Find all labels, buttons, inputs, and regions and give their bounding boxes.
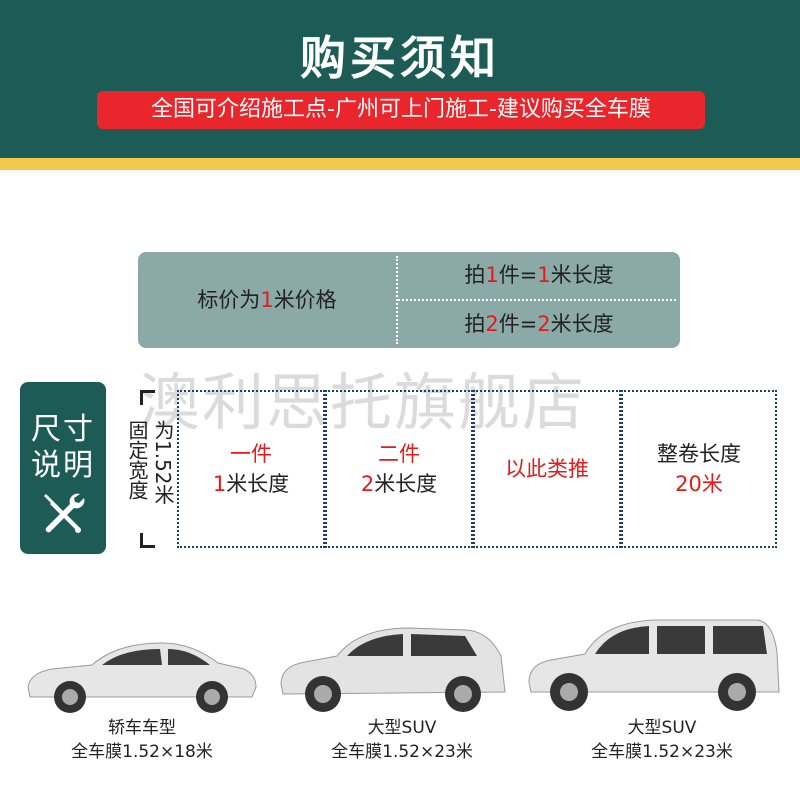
cell-title: 二件 <box>378 442 420 466</box>
size-badge-line2: 说明 <box>31 448 95 483</box>
page-title: 购买须知 <box>300 31 500 85</box>
price-label: 标价为1米价格 <box>138 252 396 348</box>
cell-title: 整卷长度 <box>657 442 741 466</box>
bracket-bottom <box>140 533 155 548</box>
rule-number: 1 <box>485 263 499 287</box>
price-rule-1: 拍1件=1米长度 <box>398 252 680 298</box>
rule-number: 2 <box>485 312 499 336</box>
price-divider-vertical <box>396 256 398 344</box>
suv-image-2 <box>528 619 780 711</box>
suv-image-1 <box>280 627 506 712</box>
length-cell-roll: 整卷长度 20米 <box>621 390 777 548</box>
rule-number: 1 <box>537 263 551 287</box>
car-film-spec: 全车膜1.52×23米 <box>331 742 473 762</box>
car-film-spec: 全车膜1.52×23米 <box>591 742 733 762</box>
size-badge-label: 尺寸 说明 <box>20 412 106 484</box>
length-cell-etc: 以此类推 <box>473 390 621 548</box>
rule-number: 2 <box>537 312 551 336</box>
rule-text: 米长度 <box>550 263 614 287</box>
car-caption-suv-1: 大型SUV 全车膜1.52×23米 <box>312 716 492 764</box>
price-divider-horizontal <box>398 299 676 301</box>
fixed-width-line1: 为1.52米 <box>151 420 175 505</box>
tools-icon <box>44 493 85 533</box>
car-film-spec: 全车膜1.52×18米 <box>71 742 213 762</box>
size-badge-line1: 尺寸 <box>31 412 95 447</box>
rule-text: 件= <box>498 312 538 336</box>
price-label-unit: 米价格 <box>273 288 337 312</box>
car-type: 大型SUV <box>627 718 697 738</box>
rule-text: 拍 <box>464 263 486 287</box>
car-caption-suv-2: 大型SUV 全车膜1.52×23米 <box>572 716 752 764</box>
fixed-width-line2: 固定宽度 <box>125 420 149 500</box>
bracket-top <box>140 390 155 405</box>
rule-text: 件= <box>498 263 538 287</box>
size-info-badge: 尺寸 说明 <box>20 382 106 554</box>
rule-text: 米长度 <box>550 312 614 336</box>
car-caption-sedan: 轿车车型 全车膜1.52×18米 <box>52 716 232 764</box>
cell-unit: 米长度 <box>374 472 438 496</box>
length-cell-1: 一件 1米长度 <box>177 390 325 548</box>
price-label-text: 标价为 <box>197 288 261 312</box>
cell-number: 1 <box>212 472 227 496</box>
cell-roll-length: 20米 <box>675 472 723 496</box>
car-type: 大型SUV <box>367 718 437 738</box>
fixed-width-label: 为1.52米 固定宽度 <box>118 420 176 520</box>
cell-title: 一件 <box>230 442 272 466</box>
price-rule-2: 拍2件=2米长度 <box>398 301 680 347</box>
rule-text: 拍 <box>464 312 486 336</box>
header: 购买须知 全国可介绍施工点-广州可上门施工-建议购买全车膜 <box>0 0 800 158</box>
cell-title: 以此类推 <box>505 457 589 481</box>
store-watermark: 澳利思托旗舰店 <box>138 366 587 439</box>
price-info-box: 标价为1米价格 拍1件=1米长度 拍2件=2米长度 <box>138 252 680 348</box>
cell-unit: 米长度 <box>226 472 290 496</box>
header-stripe <box>0 158 800 170</box>
service-banner: 全国可介绍施工点-广州可上门施工-建议购买全车膜 <box>97 91 705 129</box>
sedan-image <box>27 642 257 713</box>
cell-number: 2 <box>360 472 375 496</box>
price-label-number: 1 <box>260 288 274 312</box>
length-cell-2: 二件 2米长度 <box>325 390 473 548</box>
car-type: 轿车车型 <box>108 718 176 738</box>
